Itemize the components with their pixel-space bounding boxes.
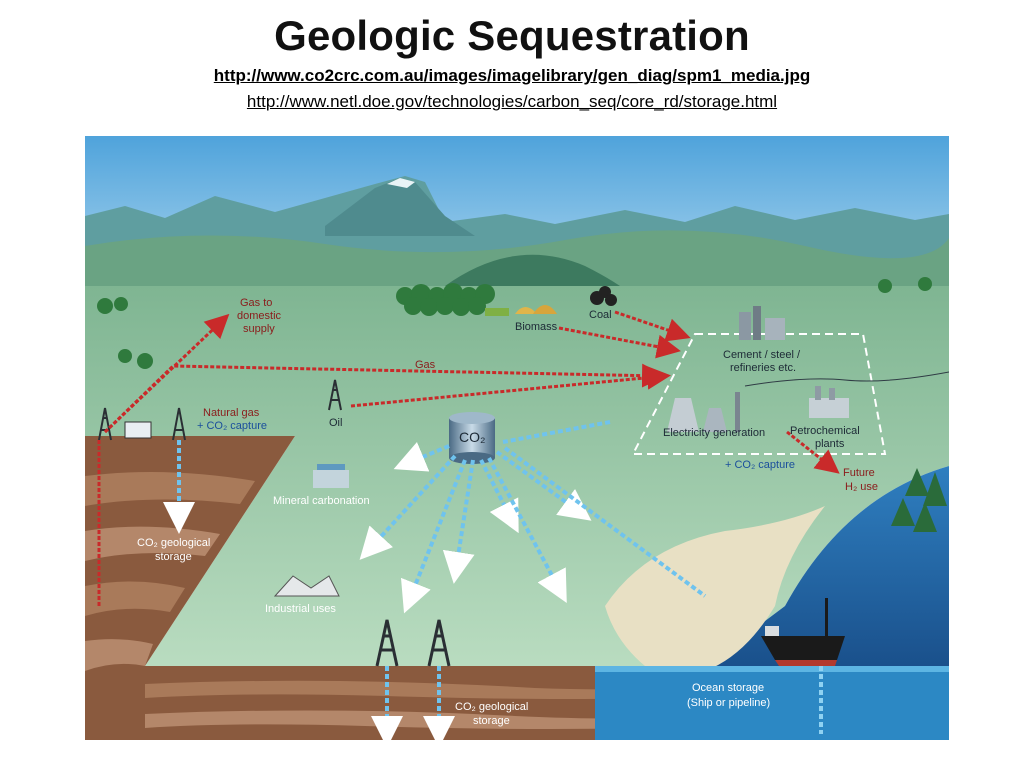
- label-coal: Coal: [589, 309, 612, 321]
- tanker-ship-icon: [761, 598, 845, 666]
- label-gas-to-domestic-2: domestic: [237, 310, 282, 322]
- label-co2-capture-2: + CO₂ capture: [725, 459, 795, 471]
- ocean-section-top: [595, 666, 949, 672]
- label-industrial: Industrial uses: [265, 603, 336, 615]
- label-gas-to-domestic-3: supply: [243, 323, 275, 335]
- mineral-carbonation-plant-icon: [313, 464, 349, 488]
- volcano-peak: [325, 178, 475, 236]
- sequestration-diagram: Gas to domestic supply Gas Biomass Coal …: [85, 136, 949, 740]
- label-geo-storage-bottom-1: CO₂ geological: [455, 701, 528, 713]
- label-co2-capture-1: + CO₂ capture: [197, 420, 267, 432]
- bottom-strata-1: [145, 680, 705, 699]
- left-strata-2: [85, 526, 220, 561]
- co2-storage-tank: [449, 412, 495, 464]
- beach: [605, 506, 825, 671]
- source-link-secondary[interactable]: http://www.netl.doe.gov/technologies/car…: [246, 92, 778, 111]
- cement-plant-icon: [739, 306, 785, 340]
- label-co2-tank: CO₂: [459, 429, 485, 445]
- label-geo-storage-left-2: storage: [155, 551, 192, 563]
- oil-derrick-icon: [328, 379, 342, 411]
- left-strata-3: [85, 581, 185, 616]
- source-link-primary[interactable]: http://www.co2crc.com.au/images/imagelib…: [213, 66, 811, 85]
- gas-processing-building: [124, 421, 152, 439]
- label-natural-gas: Natural gas: [203, 407, 260, 419]
- label-gas: Gas: [415, 359, 436, 371]
- label-biomass: Biomass: [515, 321, 558, 333]
- snow-cap: [387, 178, 415, 188]
- industrial-buildings-icon: [273, 575, 340, 597]
- industrial-zone-boundary: [631, 333, 887, 455]
- label-future-1: Future: [843, 467, 875, 479]
- biomass-piles: [485, 305, 557, 316]
- co2-pipelines: [163, 420, 823, 740]
- coal-pile-icon: [590, 286, 617, 306]
- left-strata-1: [85, 472, 255, 506]
- label-geo-storage-bottom-2: storage: [473, 715, 510, 727]
- label-geo-storage-left-1: CO₂ geological: [137, 537, 210, 549]
- slide-title: Geologic Sequestration: [274, 12, 750, 59]
- pine-trees: [891, 468, 947, 532]
- power-plant-icon: [667, 392, 740, 432]
- label-petro-1: Petrochemical: [790, 425, 860, 437]
- ocean-cross-section: [595, 666, 949, 740]
- label-ocean-2: (Ship or pipeline): [687, 697, 770, 709]
- forest-cluster: [97, 277, 932, 369]
- label-ocean-1: Ocean storage: [692, 682, 764, 694]
- label-gas-to-domestic-1: Gas to: [240, 297, 272, 309]
- label-cement-2: refineries etc.: [730, 362, 796, 374]
- label-oil: Oil: [329, 417, 342, 429]
- label-electricity: Electricity generation: [663, 427, 765, 439]
- petrochemical-plant-icon: [809, 386, 849, 418]
- label-petro-2: plants: [815, 438, 845, 450]
- label-cement-1: Cement / steel /: [723, 349, 801, 361]
- injection-derrick-icons: [375, 619, 451, 667]
- label-mineral: Mineral carbonation: [273, 495, 370, 507]
- power-lines: [744, 371, 949, 387]
- label-future-2: H₂ use: [845, 481, 878, 493]
- red-flow-arrows: [97, 310, 840, 606]
- left-strata-4: [85, 639, 153, 671]
